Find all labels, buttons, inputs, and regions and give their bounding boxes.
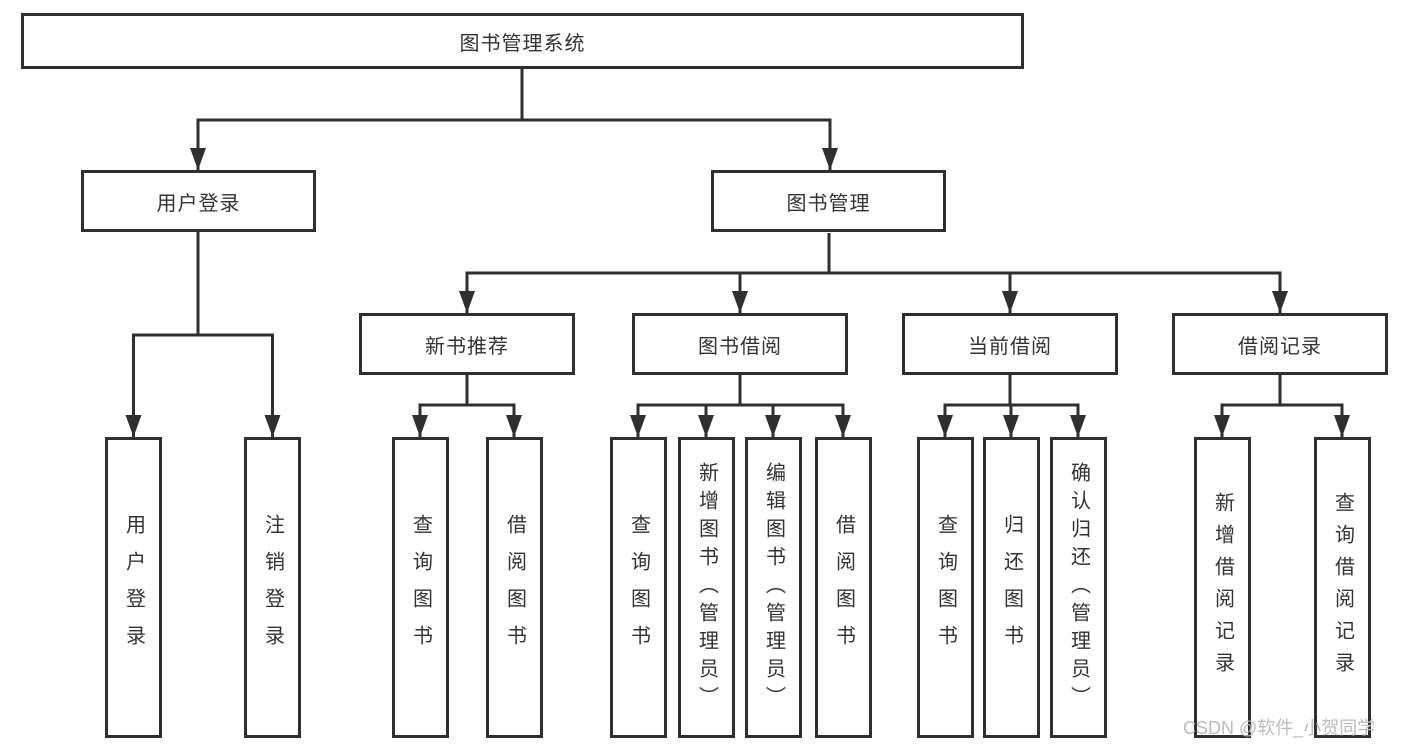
node-current-borrow-label: 当前借阅 (968, 335, 1052, 358)
node-leaf-add-books-admin-label: 新增图书（管理员） (695, 461, 718, 714)
node-leaf-return-books: 归还图书 (983, 437, 1040, 738)
node-leaf-edit-books-admin-label: 编辑图书（管理员） (762, 461, 785, 714)
node-leaf-add-borrow-record: 新增借阅记录 (1194, 437, 1251, 738)
node-leaf-query-books-1-label: 查询图书 (409, 513, 432, 662)
node-leaf-query-books-3-label: 查询图书 (934, 513, 957, 662)
node-book-borrow: 图书借阅 (632, 313, 848, 375)
node-leaf-query-books-3: 查询图书 (917, 437, 974, 738)
csdn-watermark: CSDN @软件_小贺同学 (1183, 718, 1376, 738)
node-leaf-query-books-1: 查询图书 (392, 437, 449, 738)
node-library-management-system-label: 图书管理系统 (459, 32, 586, 55)
node-leaf-borrow-books-2-label: 借阅图书 (832, 513, 855, 662)
node-current-borrow: 当前借阅 (902, 313, 1118, 375)
node-leaf-confirm-return-admin-label: 确认归还（管理员） (1067, 461, 1090, 714)
node-new-book-recommend-label: 新书推荐 (425, 335, 509, 358)
node-book-management: 图书管理 (711, 170, 946, 232)
node-leaf-return-books-label: 归还图书 (1000, 513, 1023, 662)
node-library-management-system: 图书管理系统 (21, 13, 1024, 69)
node-user-login: 用户登录 (81, 170, 316, 232)
node-leaf-logout-label: 注销登录 (261, 513, 284, 662)
node-leaf-borrow-books-1: 借阅图书 (486, 437, 543, 738)
node-book-management-label: 图书管理 (786, 192, 871, 215)
node-leaf-borrow-books-2: 借阅图书 (815, 437, 872, 738)
node-leaf-borrow-books-1-label: 借阅图书 (503, 513, 526, 662)
node-leaf-user-login-label: 用户登录 (122, 513, 145, 662)
node-borrow-records: 借阅记录 (1172, 313, 1388, 375)
node-borrow-records-label: 借阅记录 (1238, 335, 1322, 358)
node-leaf-add-borrow-record-label: 新增借阅记录 (1211, 491, 1234, 684)
node-leaf-confirm-return-admin: 确认归还（管理员） (1050, 437, 1107, 738)
node-leaf-query-borrow-record-label: 查询借阅记录 (1331, 491, 1354, 684)
node-leaf-add-books-admin: 新增图书（管理员） (678, 437, 735, 738)
node-leaf-query-books-2-label: 查询图书 (627, 513, 650, 662)
node-leaf-user-login: 用户登录 (105, 437, 162, 738)
node-leaf-edit-books-admin: 编辑图书（管理员） (745, 437, 802, 738)
node-leaf-query-books-2: 查询图书 (610, 437, 667, 738)
node-book-borrow-label: 图书借阅 (698, 335, 782, 358)
node-new-book-recommend: 新书推荐 (359, 313, 575, 375)
node-leaf-logout: 注销登录 (244, 437, 301, 738)
node-leaf-query-borrow-record: 查询借阅记录 (1314, 437, 1371, 738)
node-user-login-label: 用户登录 (156, 192, 241, 215)
